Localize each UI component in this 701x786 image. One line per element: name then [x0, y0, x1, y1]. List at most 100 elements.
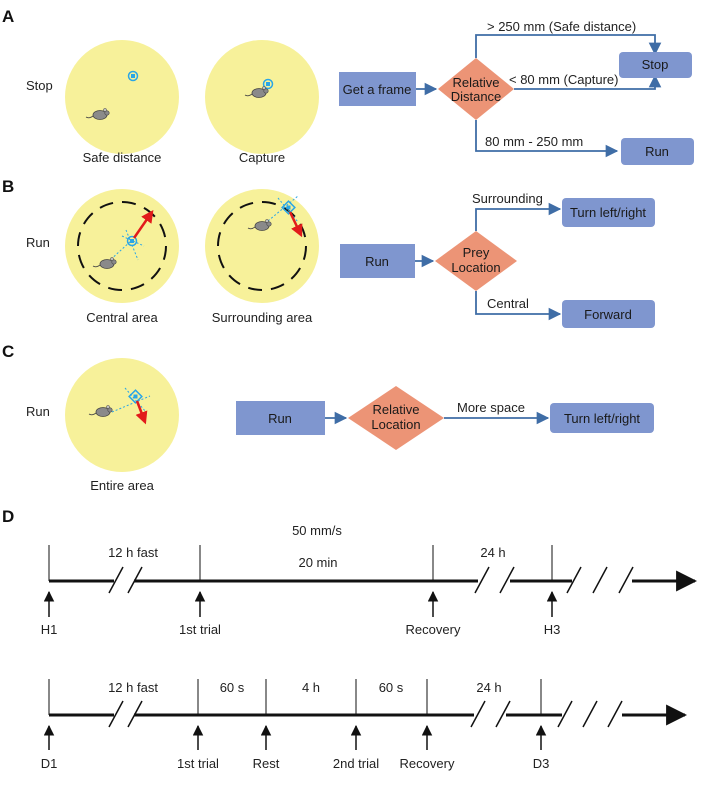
box-turn-c [550, 403, 654, 433]
label-seg1: 60 s [220, 680, 245, 695]
axis-break [474, 566, 490, 594]
timeline-1: 12 h fast 20 min 24 h H1 1st trial Recov… [41, 545, 698, 637]
arrow-run [475, 120, 619, 158]
box-turn-b-label: Turn left/right [570, 205, 646, 220]
label-gap-2: 24 h [476, 680, 501, 695]
arena-caption-central: Central area [86, 310, 158, 325]
panel-b-row-label: Run [26, 235, 50, 250]
box-run-c [236, 401, 325, 435]
prey-marker-icon [281, 200, 296, 215]
label-gap-1: 24 h [480, 545, 505, 560]
axis-break [557, 700, 573, 728]
decision-b-line2: Location [451, 260, 500, 275]
panel-b: B Run Central area Surrounding area Run … [2, 177, 655, 328]
decision-a-line2: Distance [451, 89, 502, 104]
panel-a: A Stop Safe distance Capture Get a frame… [2, 7, 694, 165]
heading-arrow-icon [288, 211, 303, 238]
prey-marker-icon [262, 78, 274, 90]
speed-label: 50 mm/s [292, 523, 342, 538]
cond-run-range: 80 mm - 250 mm [485, 134, 583, 149]
box-run-b [340, 244, 415, 278]
arena-surrounding [205, 189, 319, 303]
label-fast-2: 12 h fast [108, 680, 158, 695]
box-stop-label: Stop [642, 57, 669, 72]
axis-break [582, 700, 598, 728]
axis-break [592, 566, 608, 594]
marker-2nd-trial: 2nd trial [333, 756, 379, 771]
box-turn-b [562, 198, 655, 227]
decision-c-line2: Location [371, 417, 420, 432]
heading-arrow-icon [132, 209, 154, 239]
axis-break [127, 566, 143, 594]
axis-break [108, 700, 124, 728]
label-seg3: 60 s [379, 680, 404, 695]
arena-safe-distance [65, 40, 179, 154]
axis-break [499, 566, 515, 594]
label-seg2: 4 h [302, 680, 320, 695]
axis-break [495, 700, 511, 728]
marker-recovery-2: Recovery [400, 756, 455, 771]
timeline-2: 12 h fast 60 s 4 h 60 s 24 h D1 1st tria… [41, 679, 688, 771]
label-fast-1: 12 h fast [108, 545, 158, 560]
panel-b-label: B [2, 177, 14, 196]
arena-central [65, 189, 179, 303]
panel-a-label: A [2, 7, 14, 26]
axis-break [618, 566, 634, 594]
box-run-a [621, 138, 694, 165]
box-get-frame-label: Get a frame [343, 82, 412, 97]
arena-entire [65, 358, 179, 472]
area-boundary-central [77, 201, 167, 291]
marker-1st-trial-2: 1st trial [177, 756, 219, 771]
marker-d3: D3 [533, 756, 550, 771]
arrow-central [475, 291, 562, 321]
cond-capture: < 80 mm (Capture) [509, 72, 618, 87]
decision-relative-distance [438, 58, 514, 120]
panel-c-label: C [2, 342, 14, 361]
cond-central: Central [487, 296, 529, 311]
heading-arrow-icon [135, 400, 148, 425]
decision-b-line1: Prey [463, 245, 490, 260]
arrow-capture [514, 74, 662, 90]
marker-recovery: Recovery [406, 622, 461, 637]
area-boundary-surrounding [217, 201, 307, 291]
heading-line [111, 395, 151, 413]
arrow-surrounding [475, 202, 562, 231]
marker-1st-trial: 1st trial [179, 622, 221, 637]
cond-safe-distance: > 250 mm (Safe distance) [487, 19, 636, 34]
box-forward-label: Forward [584, 307, 632, 322]
arena-caption-capture: Capture [239, 150, 285, 165]
box-turn-c-label: Turn left/right [564, 411, 640, 426]
marker-h3: H3 [544, 622, 561, 637]
marker-d1: D1 [41, 756, 58, 771]
decision-relative-location [348, 386, 444, 450]
marker-h1: H1 [41, 622, 58, 637]
decision-c-line1: Relative [373, 402, 420, 417]
arrow-safe-distance [475, 34, 662, 58]
decision-a-line1: Relative [453, 75, 500, 90]
decision-prey-location [435, 231, 517, 291]
axis-break [127, 700, 143, 728]
arena-caption-surrounding: Surrounding area [212, 310, 313, 325]
arena-caption-entire: Entire area [90, 478, 154, 493]
panel-a-row-label: Stop [26, 78, 53, 93]
cond-surrounding: Surrounding [472, 191, 543, 206]
axis-break [607, 700, 623, 728]
heading-line [124, 387, 147, 413]
box-run-b-label: Run [365, 254, 389, 269]
panel-c-row-label: Run [26, 404, 50, 419]
cond-more-space: More space [457, 400, 525, 415]
box-run-c-label: Run [268, 411, 292, 426]
box-forward [562, 300, 655, 328]
marker-rest: Rest [253, 756, 280, 771]
prey-marker-icon [127, 70, 139, 82]
box-stop [619, 52, 692, 78]
box-get-frame [339, 72, 416, 106]
axis-break [108, 566, 124, 594]
label-duration-1: 20 min [298, 555, 337, 570]
panel-d: D 50 mm/s 12 h fast 20 min 24 h [2, 507, 698, 771]
axis-break [470, 700, 486, 728]
arena-caption-safe-distance: Safe distance [83, 150, 162, 165]
box-run-a-label: Run [645, 144, 669, 159]
prey-marker-icon [126, 235, 138, 247]
